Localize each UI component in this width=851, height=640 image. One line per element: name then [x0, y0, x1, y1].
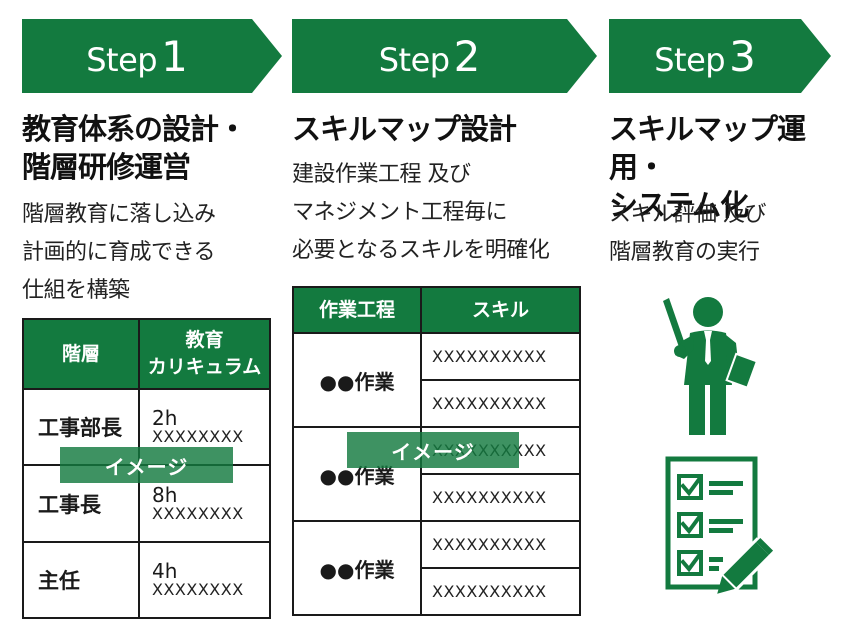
hours-value: 8h: [152, 482, 178, 507]
skill-cell: XXXXXXXXXX: [420, 520, 581, 569]
title-line: 教育体系の設計・: [22, 112, 247, 146]
title-line: スキルマップ設計: [292, 112, 517, 146]
task-cell: ●●作業: [292, 520, 422, 616]
table-row: XXXXXXXXXX: [293, 567, 581, 616]
desc-line: 階層教育の実行: [609, 240, 760, 265]
skill-cell: XXXXXXXXXX: [420, 567, 581, 616]
table-row: 主任 4h XXXXXXXX: [22, 541, 271, 619]
table-row: XXXXXXXXXX: [293, 473, 581, 522]
desc-line: 階層教育に落し込み: [22, 202, 216, 227]
header-curriculum: 教育 カリキュラム: [138, 318, 271, 390]
header-skill: スキル: [420, 286, 581, 334]
step-number: 3: [729, 31, 756, 81]
header-task: 作業工程: [292, 286, 422, 334]
table-row: ●●作業 XXXXXXXXXX: [292, 332, 581, 428]
step-word: Step: [86, 40, 158, 79]
step-3-header: Step 3: [609, 19, 831, 93]
presenter-icon: [663, 297, 759, 435]
desc-line: 仕組を構築: [22, 278, 130, 303]
hours-value: 4h: [152, 559, 178, 583]
step-word: Step: [378, 40, 450, 79]
hours-value: 2h: [152, 406, 178, 430]
curriculum-detail: XXXXXXXX: [152, 427, 244, 446]
checklist-icon: [665, 456, 774, 596]
table-header-row: 作業工程 スキル: [292, 286, 581, 334]
skill-cell: XXXXXXXXXX: [420, 473, 581, 522]
step-3-description: スキル評価 及び 階層教育の実行: [609, 196, 849, 272]
step-2-description: 建設作業工程 及び マネジメント工程毎に 必要となるスキルを明確化: [292, 156, 597, 270]
image-label-badge: イメージ: [60, 447, 233, 483]
step-1-header: Step 1: [22, 19, 282, 93]
table-row: ●●作業 XXXXXXXXXX: [292, 520, 581, 616]
level-cell: 主任: [22, 541, 140, 619]
header-level: 階層: [22, 318, 140, 390]
arrow-banner-shape: [609, 19, 831, 93]
curriculum-detail: XXXXXXXX: [152, 580, 244, 599]
curriculum-detail: XXXXXXXX: [152, 503, 244, 523]
step-3-title: スキルマップ運用・ システム化: [609, 110, 849, 224]
desc-line: 計画的に育成できる: [22, 240, 216, 265]
arrow-banner-shape: [22, 19, 282, 93]
step-number: 1: [161, 31, 188, 81]
step-1-title: 教育体系の設計・ 階層研修運営: [22, 110, 287, 186]
arrow-banner-shape: [292, 19, 597, 93]
skill-cell: XXXXXXXXXX: [420, 379, 581, 428]
title-line: スキルマップ運用・: [609, 112, 806, 184]
desc-line: 必要となるスキルを明確化: [292, 238, 550, 263]
table-header-row: 階層 教育 カリキュラム: [22, 318, 271, 390]
task-cell: ●●作業: [292, 332, 422, 428]
desc-line: 建設作業工程 及び: [292, 162, 471, 187]
step-word: Step: [654, 40, 726, 79]
desc-line: スキル評価 及び: [609, 202, 767, 227]
step-1-description: 階層教育に落し込み 計画的に育成できる 仕組を構築: [22, 196, 287, 310]
desc-line: マネジメント工程毎に: [292, 200, 508, 225]
title-line: 階層研修運営: [22, 150, 191, 184]
image-label-badge: イメージ: [347, 432, 519, 468]
skill-cell: XXXXXXXXXX: [420, 332, 581, 381]
curriculum-cell: 4h XXXXXXXX: [138, 541, 271, 619]
title-line: システム化: [609, 188, 749, 222]
step-2-header: Step 2: [292, 19, 597, 93]
step-2-title: スキルマップ設計: [292, 110, 597, 148]
step-number: 2: [453, 31, 481, 81]
table-row: XXXXXXXXXX: [293, 379, 581, 428]
